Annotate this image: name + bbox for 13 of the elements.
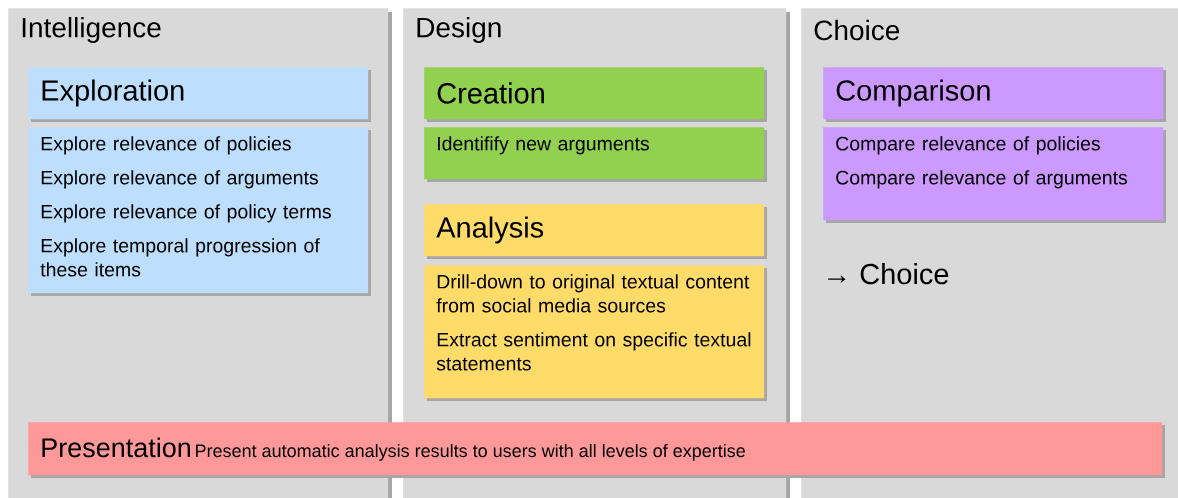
label-text: → Choice (828, 263, 949, 285)
header-box: Analysis (424, 204, 767, 259)
header-box: Exploration (28, 67, 371, 122)
header-box: Comparison (823, 67, 1166, 122)
item-box: Drill-down to original textual content from social media sources Extract sentiment on specific textual statements (424, 265, 767, 401)
header-box: Creation (424, 67, 767, 122)
item-box: Explore relevance of policies Explore relevance of arguments Explore relevance of policy terms Explore temporal progression of these items (28, 127, 371, 296)
panel-heading: Choice (814, 19, 900, 41)
item-box: Compare relevance of policies Compare relevance of arguments (823, 127, 1166, 223)
panel-heading: Intelligence (22, 16, 161, 44)
item-box: Identifify new arguments (424, 127, 767, 182)
presentation-band: Presentation Present automatic analysis results to users with all levels of expertise (28, 422, 1165, 478)
panel-heading: Design (417, 16, 501, 44)
